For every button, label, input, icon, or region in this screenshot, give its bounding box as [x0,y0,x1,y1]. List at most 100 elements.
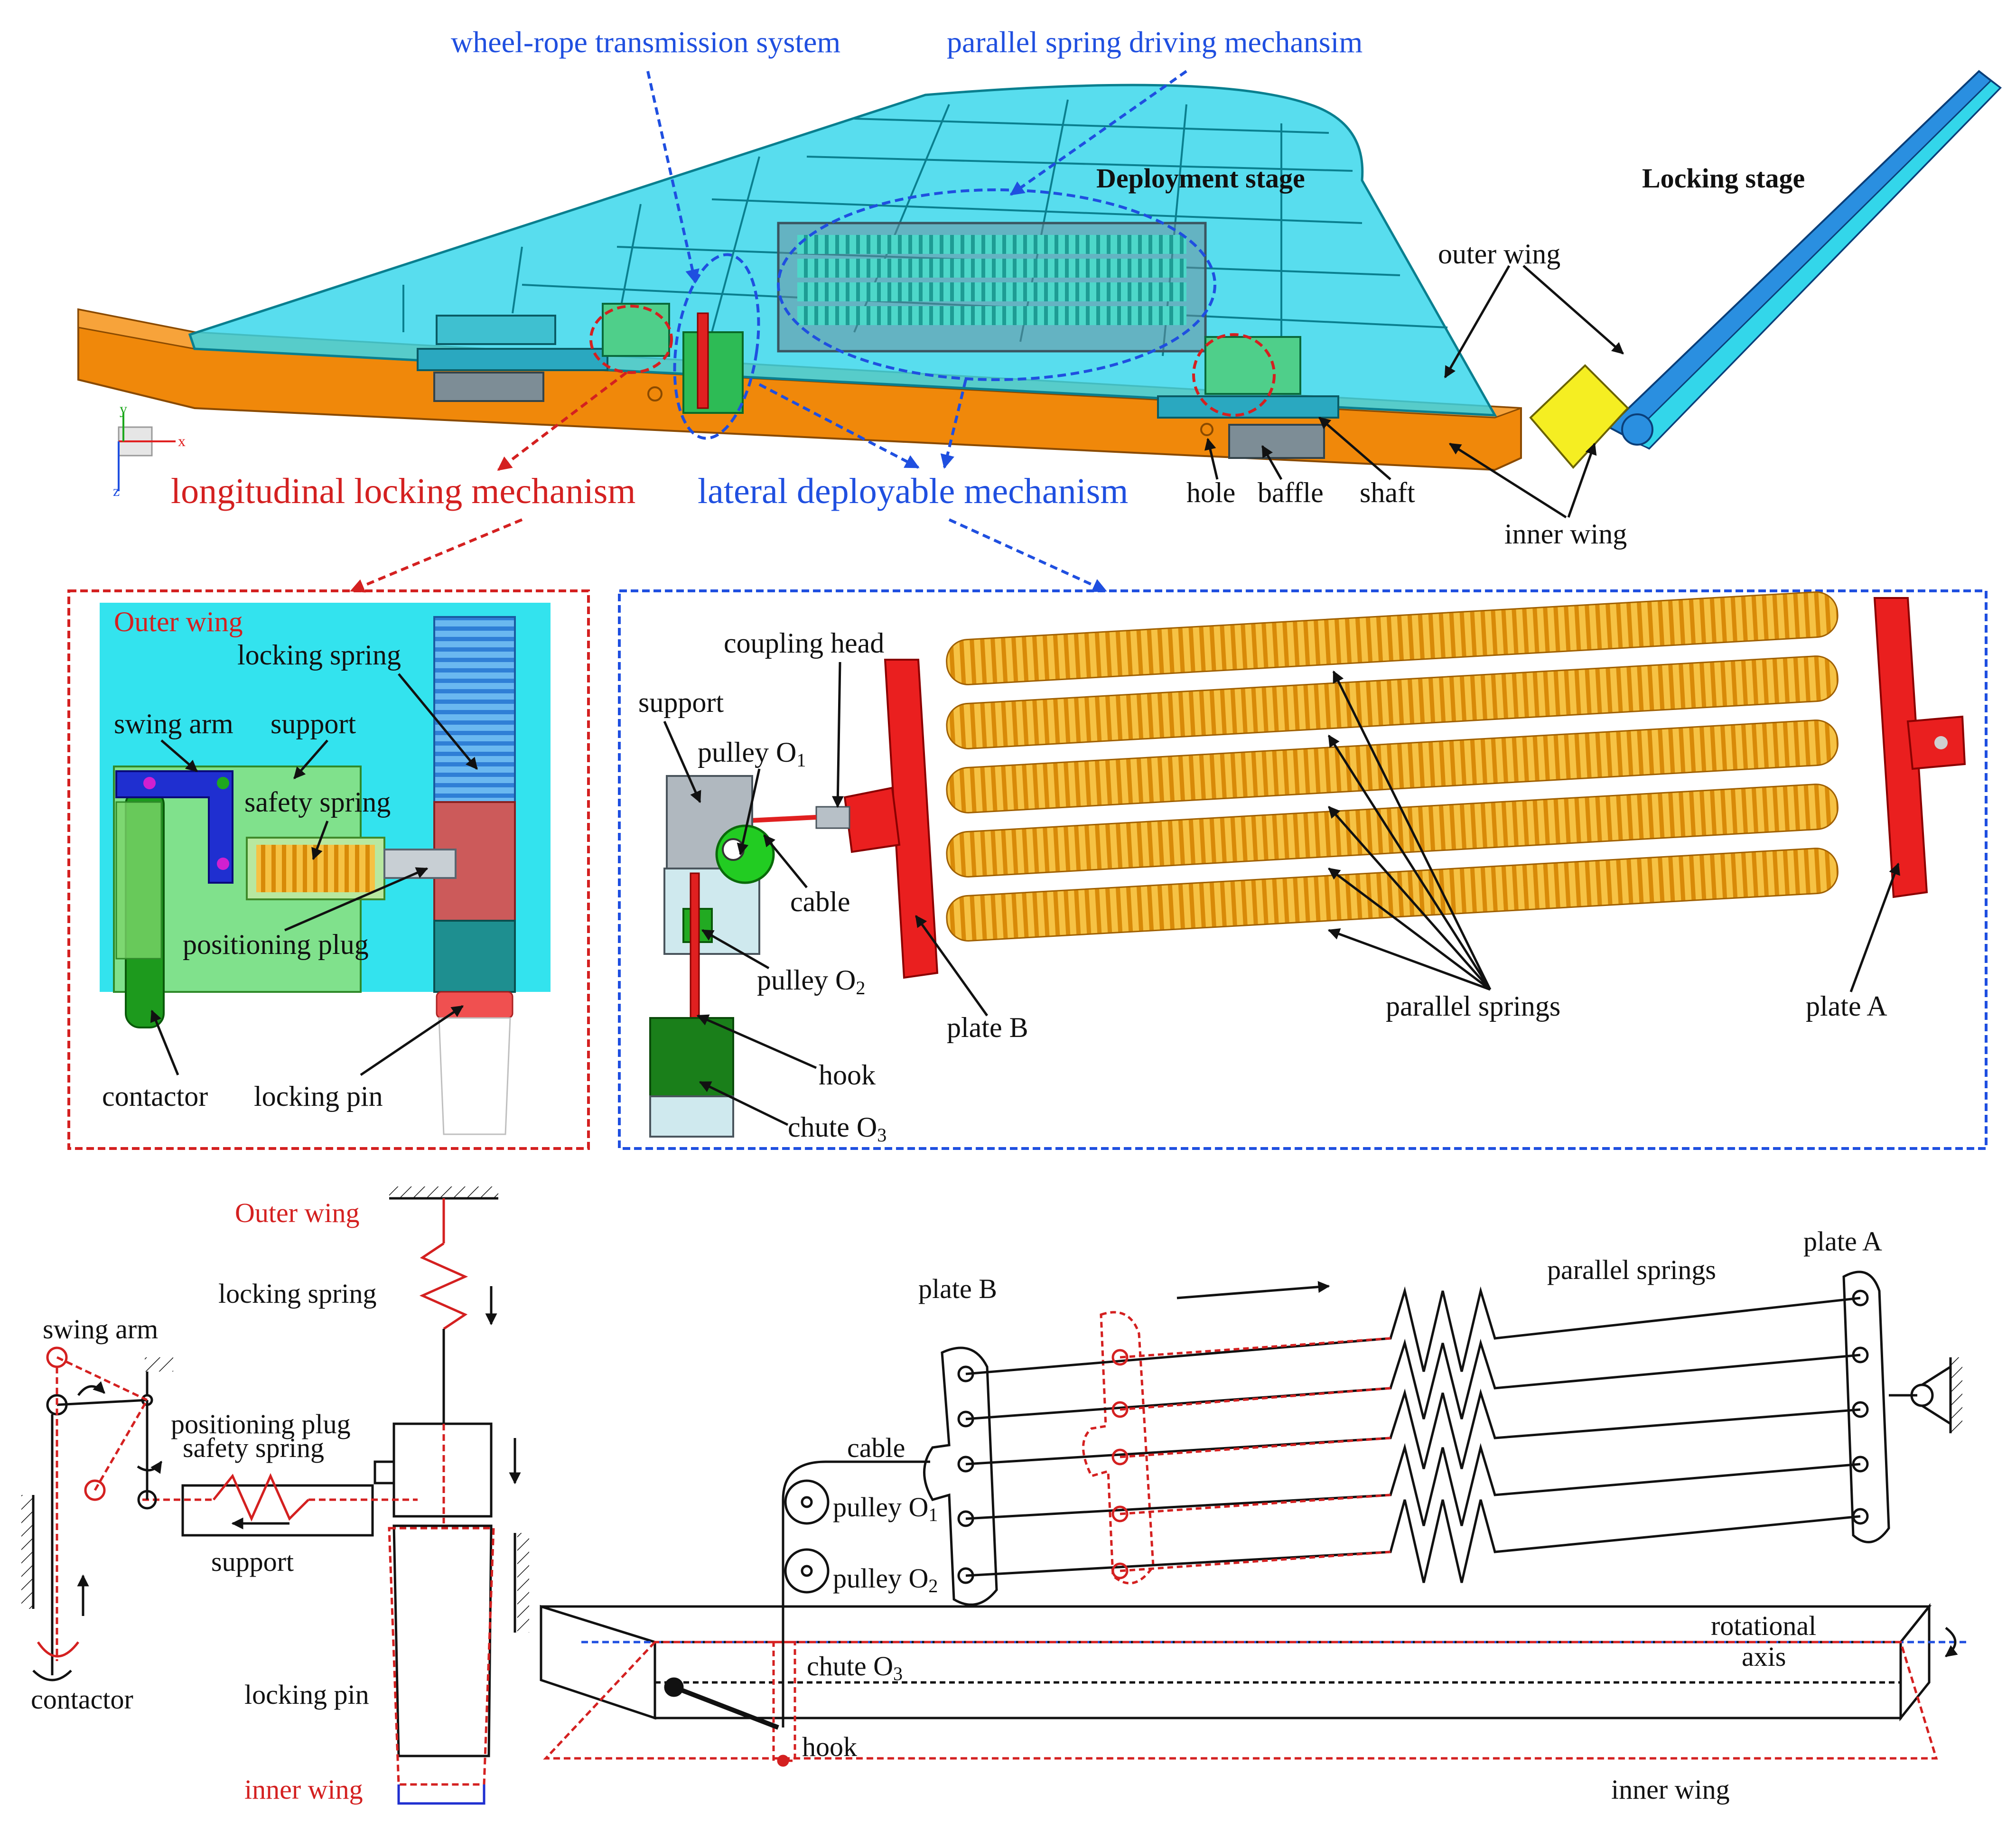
inner-wing-box-left [540,1605,656,1720]
swing-arm-pivot-green [217,777,229,789]
support-block-top [436,315,556,345]
br-plate-a-label: plate A [1803,1226,1882,1257]
axis-x-label: x [178,432,186,449]
ground-hatch-plate-a [1951,1357,1962,1433]
cable-path [782,1460,930,1728]
swing-arm-pivot-lower [217,858,229,870]
support-housing [181,1484,374,1537]
hook-label: hook [819,1059,876,1091]
wheel-rope-label: wheel-rope transmission system [451,25,840,59]
cable-label: cable [790,886,850,917]
axis-y-label: y [120,400,127,417]
left-locking-pin-label: locking pin [254,1081,383,1112]
spring-pack-coil-1 [797,235,1186,254]
bl-positioning-plug-label: positioning plug [171,1409,351,1439]
plate-a-schematic [1842,1270,1890,1543]
br-hook-label: hook [802,1731,857,1762]
inner-wing-box-right [1899,1603,1931,1722]
inner-wing-label: inner wing [1504,518,1627,550]
left-outer-wing-label: Outer wing [114,606,243,637]
locking-pin-body [433,920,516,993]
green-block [682,331,744,414]
left-positioning-plug-label: positioning plug [183,929,369,960]
shaft-bar-right [1157,395,1339,419]
outer-wing-label: outer wing [1438,238,1560,270]
bottom-right-schematic [540,1270,1969,1767]
parallel-springs-label: parallel springs [1386,990,1560,1022]
plate-holes [957,1289,1869,1584]
shaft-label: shaft [1360,477,1415,508]
locking-pin-tip [436,991,513,1019]
swing-arm-pivot-magenta [143,777,156,789]
bl-locking-pin-label: locking pin [244,1679,369,1710]
mechanism-block [602,303,670,357]
bl-contactor-label: contactor [31,1684,133,1715]
locking-mechanism-detail: Outer wing locking spring swing arm supp… [67,589,590,1150]
ground-hatch-right [517,1533,529,1633]
ground-hatch-swing [145,1357,173,1372]
contactor-cup-red [37,1641,79,1658]
parallel-spring-label: parallel spring driving mechansim [947,25,1363,59]
br-rotational-label: rotational [1711,1610,1816,1641]
detail-frame-blue [618,589,1988,1150]
inner-wing-locked [1529,364,1629,469]
locking-spring-coil [433,616,516,803]
br-plate-b-label: plate B [918,1273,997,1304]
coupling-head-label: coupling head [724,627,884,659]
locked-hinge [1621,413,1653,446]
plate-b [884,659,939,979]
deployable-mechanism-detail: coupling head support pulley O1 cable pu… [618,589,1988,1150]
contactor-cup [32,1670,72,1681]
plate-b-schematic [923,1346,998,1606]
bottom-left-labels: Outer wing locking spring swing arm posi… [31,1197,376,1805]
deployment-stage-label: Deployment stage [1096,163,1305,194]
positioning-plug [383,849,457,879]
locking-stage-label: Locking stage [1642,163,1805,194]
chute-o3-sub: 3 [877,1124,887,1146]
locking-pin-red [388,1527,495,1786]
br-pulley-o2-text: pulley O [833,1563,928,1594]
br-pulley-o2-label: pulley O2 [833,1563,938,1597]
bl-locking-spring-label: locking spring [218,1278,376,1309]
br-pulley-o1-text: pulley O [833,1492,928,1522]
spring-direction-arrow [1176,1281,1330,1299]
br-chute-o3-label: chute O3 [807,1651,903,1684]
ground-hatch-left [21,1495,33,1609]
bl-safety-spring-label: safety spring [183,1432,324,1463]
shaft-bar-left [417,348,608,371]
br-cable-label: cable [847,1432,905,1463]
left-swing-arm-label: swing arm [114,708,233,739]
baffle-left [433,372,544,402]
locking-pin-below [438,1017,511,1135]
plate-holes-red [1111,1349,1129,1579]
pulley-o1-schematic [784,1479,830,1525]
lock-block-right [1204,336,1301,395]
pulley-o1-sub: 1 [796,749,806,771]
hole-label: hole [1186,477,1235,508]
br-parallel-springs-label: parallel springs [1547,1254,1716,1285]
contactor-upper [115,801,162,960]
wheel-rope-highlight [673,253,760,440]
chute-o3-text: chute O [788,1111,877,1143]
br-axis-label: axis [1742,1641,1786,1672]
br-pulley-o2-sub: 2 [928,1575,938,1597]
bl-support-label: support [211,1546,294,1577]
plate-b-tab [843,786,901,853]
locking-spring-zigzag [419,1242,468,1330]
baffle-label: baffle [1258,477,1324,508]
br-chute-o3-text: chute O [807,1651,893,1681]
outer-wing-locked-face [1626,80,2002,449]
pulley-o1-label: pulley O1 [698,737,806,771]
locking-pin-notch [373,1460,395,1485]
spring-pack-coil-2 [797,259,1186,278]
plate-b-schematic-rotated [1082,1311,1155,1585]
top-cad-view: x y z wheel-rope transmission system par… [77,25,2002,593]
br-chute-o3-sub: 3 [893,1663,903,1684]
baffle-right [1228,424,1325,459]
top-callouts [350,70,1624,593]
parallel-spring-highlight [777,188,1216,381]
longitudinal-lock-highlight-left [589,305,673,374]
hole-marker [1200,423,1213,436]
bl-outer-wing-label: Outer wing [235,1197,360,1228]
